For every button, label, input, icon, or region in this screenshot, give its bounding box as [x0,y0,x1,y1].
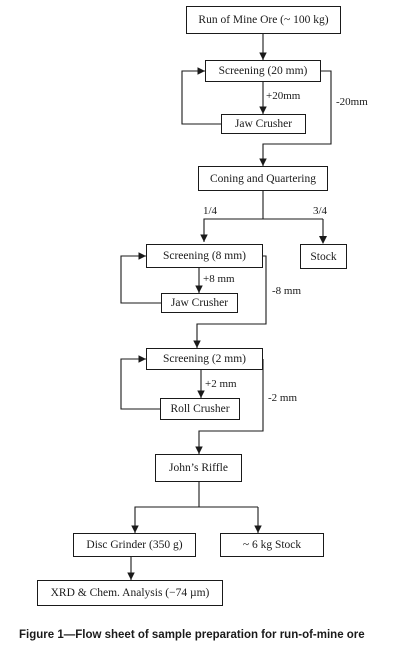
figure-caption: Figure 1—Flow sheet of sample preparatio… [19,629,365,641]
node-screening-8mm: Screening (8 mm) [146,244,263,268]
label-one-quarter: 1/4 [203,205,218,217]
arrow-roll-recycle [120,355,160,410]
node-stock: Stock [300,244,347,269]
node-xrd-chem-analysis: XRD & Chem. Analysis (−74 µm) [37,580,223,606]
node-screening-2mm: Screening (2 mm) [146,348,263,370]
node-johns-riffle: John’s Riffle [155,454,242,482]
node-screening-20mm: Screening (20 mm) [205,60,321,82]
node-jaw-crusher-2: Jaw Crusher [161,293,238,313]
node-disc-grinder: Disc Grinder (350 g) [73,533,196,557]
label-plus-20mm: +20mm [266,90,301,102]
arrow-riffle-to-disc [131,506,258,533]
arrow-screen2-to-riffle [195,359,264,454]
arrow-screen20-to-coning [259,70,332,166]
label-plus-8mm: +8 mm [203,273,235,285]
arrow-jaw2-recycle [120,252,161,304]
arrow-head-to-stock [319,236,327,244]
node-roll-crusher: Roll Crusher [160,398,240,420]
label-plus-2mm: +2 mm [205,378,237,390]
arrow-jaw1-recycle [181,67,221,125]
label-minus-8mm: -8 mm [272,285,302,297]
label-minus-2mm: -2 mm [268,392,298,404]
label-minus-20mm: -20mm [336,96,368,108]
node-jaw-crusher-1: Jaw Crusher [221,114,306,134]
node-6kg-stock: ~ 6 kg Stock [220,533,324,557]
arrow-screen8-to-screen2 [193,255,267,348]
label-three-quarter: 3/4 [313,205,328,217]
arrow-coning-to-screen8 [200,218,323,242]
node-run-of-mine-ore: Run of Mine Ore (~ 100 kg) [186,6,341,34]
node-coning-and-quartering: Coning and Quartering [198,166,328,191]
